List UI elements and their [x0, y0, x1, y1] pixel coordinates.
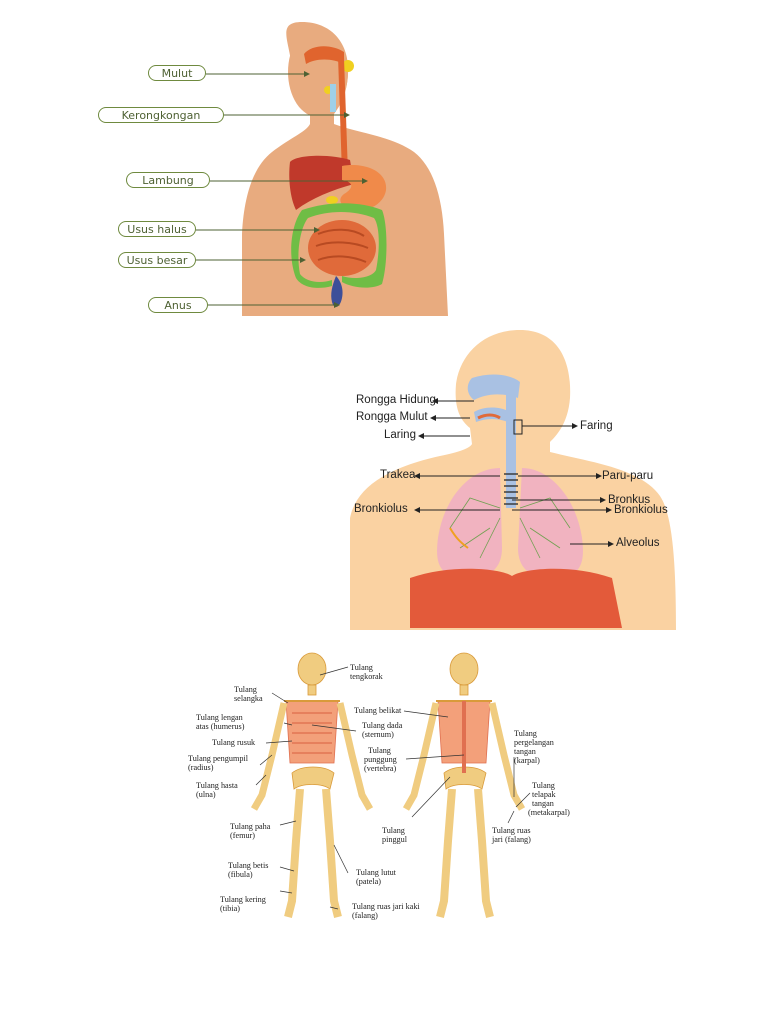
label-usus-halus: Usus halus	[118, 221, 196, 237]
label-rongga-hidung: Rongga Hidung	[356, 394, 436, 406]
label-hasta-1: Tulang hasta	[196, 781, 238, 790]
label-tengkorak-2: tengkorak	[350, 672, 383, 681]
digestive-illustration	[196, 22, 448, 316]
label-jari-tangan-1: Tulang ruas	[492, 826, 531, 835]
label-rongga-mulut: Rongga Mulut	[356, 411, 428, 423]
label-bronkus: Bronkus	[608, 494, 651, 506]
label-usus-besar: Usus besar	[118, 252, 196, 268]
label-pinggul-1: Tulang	[382, 826, 405, 835]
label-faring: Faring	[580, 420, 613, 432]
label-betis-2: (fibula)	[228, 870, 253, 879]
label-selangka-1: Tulang	[234, 685, 257, 694]
label-kerongkongan: Kerongkongan	[98, 107, 224, 123]
label-lengan-2: atas (humerus)	[196, 722, 245, 731]
skeleton-illustration	[250, 652, 531, 918]
label-pinggul-2: pinggul	[382, 835, 408, 844]
label-kering-2: (tibia)	[220, 904, 241, 913]
label-punggung-3: (vertebra)	[364, 764, 397, 773]
respiratory-system-diagram: Rongga Hidung Rongga Mulut Laring Faring…	[350, 328, 678, 630]
label-pergelangan-2: pergelangan	[514, 738, 554, 747]
label-dada-1: Tulang dada	[362, 721, 403, 730]
label-betis-1: Tulang betis	[228, 861, 269, 870]
label-pengumpil-2: (radius)	[188, 763, 214, 772]
label-telapak-3: tangan	[532, 799, 554, 808]
respiratory-illustration	[350, 330, 676, 630]
label-punggung-2: punggung	[364, 755, 397, 764]
label-rusuk: Tulang rusuk	[212, 738, 256, 747]
label-pergelangan-3: tangan	[514, 747, 536, 756]
label-jari-kaki-2: (falang)	[352, 911, 378, 920]
label-alveolus: Alveolus	[616, 537, 660, 549]
label-jari-kaki-1: Tulang ruas jari kaki	[352, 902, 420, 911]
label-dada-2: (sternum)	[362, 730, 394, 739]
label-paha-1: Tulang paha	[230, 822, 271, 831]
label-jari-tangan-2: jari (falang)	[492, 835, 531, 844]
label-kering-1: Tulang kering	[220, 895, 266, 904]
skeletal-system-diagram: Tulang tengkorak Tulang selangka Tulang …	[188, 645, 588, 930]
label-telapak-4: (metakarpal)	[528, 808, 570, 817]
label-telapak-1: Tulang	[532, 781, 555, 790]
label-belikat: Tulang belikat	[354, 706, 402, 715]
label-lutut-1: Tulang lutut	[356, 868, 396, 877]
label-bronkiolus-right: Bronkiolus	[614, 504, 668, 516]
label-trakea: Trakea	[380, 469, 416, 481]
label-anus: Anus	[148, 297, 208, 313]
label-selangka-2: selangka	[234, 694, 263, 703]
label-punggung-1: Tulang	[368, 746, 391, 755]
label-telapak-2: telapak	[532, 790, 556, 799]
digestive-system-diagram: Mulut Kerongkongan Lambung Usus halus Us…	[92, 14, 448, 316]
label-paru-paru: Paru-paru	[602, 470, 654, 482]
label-lutut-2: (patela)	[356, 877, 381, 886]
label-tengkorak-1: Tulang	[350, 663, 373, 672]
label-lengan-1: Tulang lengan	[196, 713, 243, 722]
label-pergelangan-1: Tulang	[514, 729, 537, 738]
label-bronkiolus-left: Bronkiolus	[354, 503, 408, 515]
label-paha-2: (femur)	[230, 831, 256, 840]
label-mulut: Mulut	[148, 65, 206, 81]
label-laring: Laring	[384, 429, 416, 441]
label-lambung: Lambung	[126, 172, 210, 188]
label-pergelangan-4: (karpal)	[514, 756, 540, 765]
label-pengumpil-1: Tulang pengumpil	[188, 754, 248, 763]
label-hasta-2: (ulna)	[196, 790, 216, 799]
